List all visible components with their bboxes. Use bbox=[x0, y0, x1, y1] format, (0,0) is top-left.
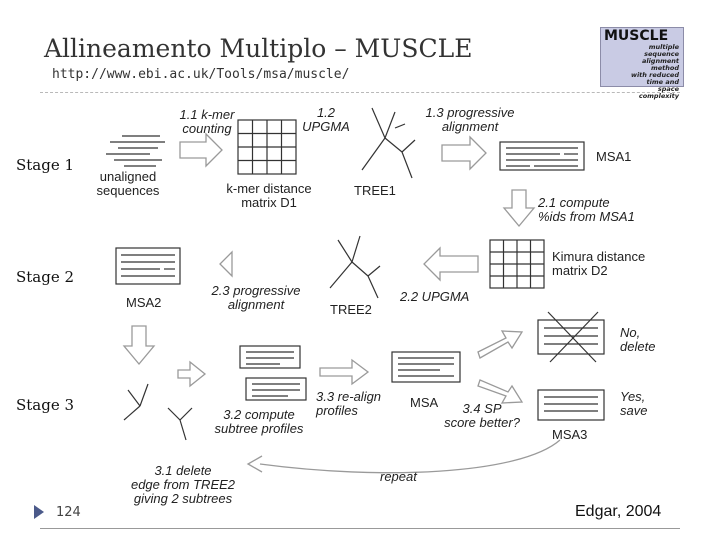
repeat-arrowhead bbox=[246, 455, 263, 473]
unaligned-sequences-label: unaligned sequences bbox=[96, 169, 160, 198]
msa1-label: MSA1 bbox=[596, 149, 632, 164]
step-2-1-label: 2.1 compute %ids from MSA1 bbox=[538, 195, 635, 224]
tree2-icon bbox=[329, 235, 381, 299]
process-arrows bbox=[122, 132, 536, 404]
no-delete-label: No, delete bbox=[620, 325, 656, 354]
msa-label: MSA bbox=[410, 395, 439, 410]
kimura-matrix-icon bbox=[489, 239, 545, 289]
page-number: 124 bbox=[56, 505, 81, 520]
muscle-url[interactable]: http://www.ebi.ac.uk/Tools/msa/muscle/ bbox=[52, 67, 350, 82]
title-divider bbox=[40, 92, 680, 93]
step-2-2-label: 2.2 UPGMA bbox=[400, 289, 470, 304]
tree2-label: TREE2 bbox=[330, 302, 372, 317]
msa2-icon bbox=[115, 247, 181, 285]
repeat-arrow bbox=[259, 439, 561, 474]
stage-2-label: Stage 2 bbox=[16, 268, 75, 286]
discarded-alignment-icon bbox=[537, 311, 605, 363]
step-1-1-label: 1.1 k-mer counting bbox=[179, 107, 235, 136]
kimura-matrix-label: Kimura distance matrix D2 bbox=[552, 249, 646, 278]
step-1-3-label: 1.3 progressive alignment bbox=[425, 105, 515, 134]
footer-divider bbox=[40, 528, 680, 529]
step-3-4-label: 3.4 SP score better? bbox=[444, 401, 520, 430]
logo-subtitle: multiple sequence alignment method with … bbox=[630, 43, 679, 100]
msa-realigned-icon bbox=[391, 351, 461, 383]
step-1-2-label: 1.2 UPGMA bbox=[302, 105, 350, 134]
step-3-3-label: 3.3 re-align profiles bbox=[316, 389, 382, 418]
slide-title: Allineamento Multiplo – MUSCLE bbox=[44, 34, 473, 63]
msa3-label: MSA3 bbox=[552, 427, 588, 442]
kmer-matrix-icon bbox=[237, 119, 297, 175]
citation: Edgar, 2004 bbox=[575, 503, 662, 520]
cut-tree-icon bbox=[123, 383, 193, 441]
stage-3-label: Stage 3 bbox=[16, 396, 75, 414]
step-3-1-label: 3.1 delete edge from TREE2 giving 2 subt… bbox=[130, 463, 236, 506]
msa2-label: MSA2 bbox=[126, 295, 162, 310]
tree1-icon bbox=[361, 107, 416, 179]
stage-1-label: Stage 1 bbox=[16, 156, 75, 174]
step-3-2-label: 3.2 compute subtree profiles bbox=[214, 407, 304, 436]
repeat-label: repeat bbox=[380, 469, 417, 484]
msa1-icon bbox=[499, 141, 585, 171]
step-2-3-label: 2.3 progressive alignment bbox=[211, 283, 301, 312]
yes-save-label: Yes, save bbox=[620, 389, 648, 418]
unaligned-sequences-icon bbox=[106, 135, 165, 167]
bullet-icon bbox=[34, 505, 44, 519]
tree1-label: TREE1 bbox=[354, 183, 396, 198]
muscle-logo: MUSCLE multiple sequence alignment metho… bbox=[600, 27, 684, 100]
subtree-profiles-icon bbox=[239, 345, 307, 401]
msa3-icon bbox=[537, 389, 605, 421]
kmer-matrix-label: k-mer distance matrix D1 bbox=[226, 181, 312, 210]
logo-title: MUSCLE bbox=[604, 28, 669, 44]
